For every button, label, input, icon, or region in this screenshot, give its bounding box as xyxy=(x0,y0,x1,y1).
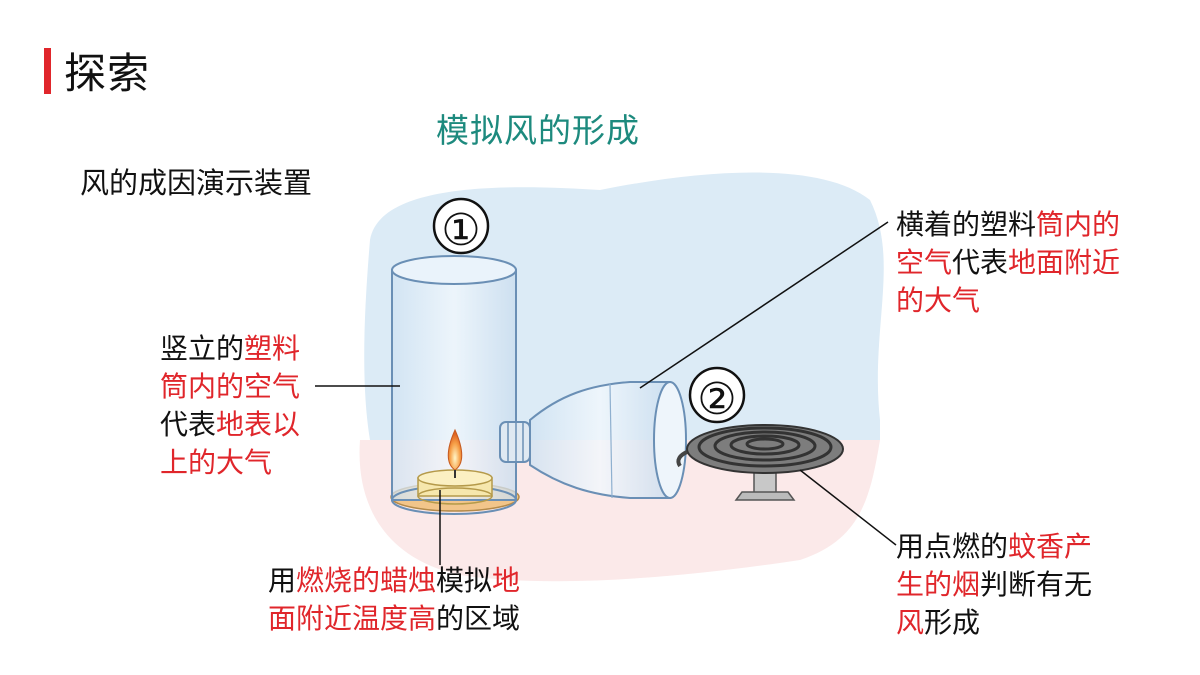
callout-bottom-text-5: 面附近温度高 xyxy=(268,602,437,635)
marker-one: ① xyxy=(432,197,490,256)
candle xyxy=(417,428,493,505)
callout-left-text-4: 代表 xyxy=(160,408,217,441)
callout-bottom-text-3: 模拟 xyxy=(436,564,493,597)
callout-bottom-text-4: 地 xyxy=(492,564,521,597)
leader-bottom-right xyxy=(799,469,897,546)
callout-left-text-3: 筒内的空气 xyxy=(160,370,301,403)
callout-bottom-text-1: 用 xyxy=(268,564,297,597)
page-title: 探索 xyxy=(64,49,151,98)
callout-br-text-1: 用点燃的 xyxy=(896,530,1009,563)
callout-horizontal-bottle: 横着的塑料筒内的 空气代表地面附近 的大气 xyxy=(896,206,1156,320)
marker-one-label: ① xyxy=(441,205,480,256)
callout-tr-text-1: 横着的塑料 xyxy=(896,208,1037,241)
callout-tr-text-6: 的大气 xyxy=(896,284,981,317)
callout-tr-text-5: 地面附近 xyxy=(1008,246,1121,279)
callout-left-text-2: 塑料 xyxy=(244,332,301,365)
title-accent-bar xyxy=(44,48,51,94)
callout-left-text-6: 上的大气 xyxy=(160,446,273,479)
callout-candle: 用燃烧的蜡烛模拟地 面附近温度高的区域 xyxy=(268,562,568,638)
device-label: 风的成因演示装置 xyxy=(80,166,313,200)
callout-br-text-2: 蚊香产 xyxy=(1008,530,1093,563)
callout-br-text-6: 形成 xyxy=(924,606,981,639)
callout-mosquito-coil: 用点燃的蚊香产 生的烟判断有无 风形成 xyxy=(896,528,1126,642)
callout-tr-text-2: 筒内的 xyxy=(1036,208,1121,241)
leader-top-right xyxy=(639,221,889,389)
mosquito-coil xyxy=(676,424,844,501)
callout-left-text-1: 竖立的 xyxy=(160,332,245,365)
marker-two-label: ② xyxy=(697,374,736,425)
slide-subtitle: 模拟风的形成 xyxy=(436,111,640,150)
marker-two: ② xyxy=(688,366,746,425)
horizontal-bottle xyxy=(499,381,687,499)
callout-br-text-3: 生的烟 xyxy=(896,568,981,601)
callout-tr-text-4: 代表 xyxy=(952,246,1009,279)
callout-vertical-cylinder: 竖立的塑料 筒内的空气 代表地表以 上的大气 xyxy=(160,330,330,482)
callout-bottom-text-2: 燃烧的蜡烛 xyxy=(296,564,437,597)
callout-left-text-5: 地表以 xyxy=(216,408,301,441)
callout-br-text-5: 风 xyxy=(896,606,925,639)
callout-tr-text-3: 空气 xyxy=(896,246,953,279)
callout-br-text-4: 判断有无 xyxy=(980,568,1093,601)
callout-bottom-text-6: 的区域 xyxy=(436,602,521,635)
